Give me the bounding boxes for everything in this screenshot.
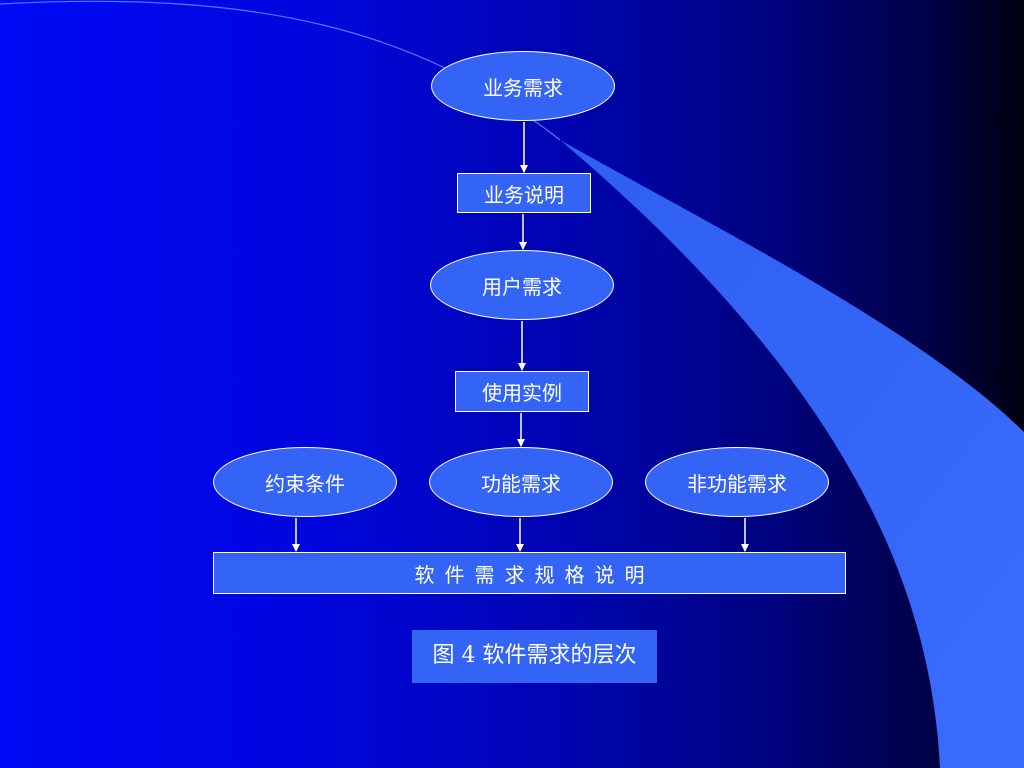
- srs-node: 软件需求规格说明: [213, 552, 846, 594]
- use-cases-node: 使用实例: [455, 371, 589, 412]
- decorative-swoop: [560, 140, 1024, 768]
- constraints-node: 约束条件: [213, 447, 397, 517]
- business-description-node: 业务说明: [457, 173, 591, 213]
- figure-caption: 图 4 软件需求的层次: [412, 630, 657, 683]
- functional-requirements-node: 功能需求: [429, 447, 613, 517]
- business-requirements-node: 业务需求: [431, 51, 615, 121]
- user-requirements-node: 用户需求: [430, 250, 614, 320]
- nonfunctional-requirements-node: 非功能需求: [645, 447, 829, 517]
